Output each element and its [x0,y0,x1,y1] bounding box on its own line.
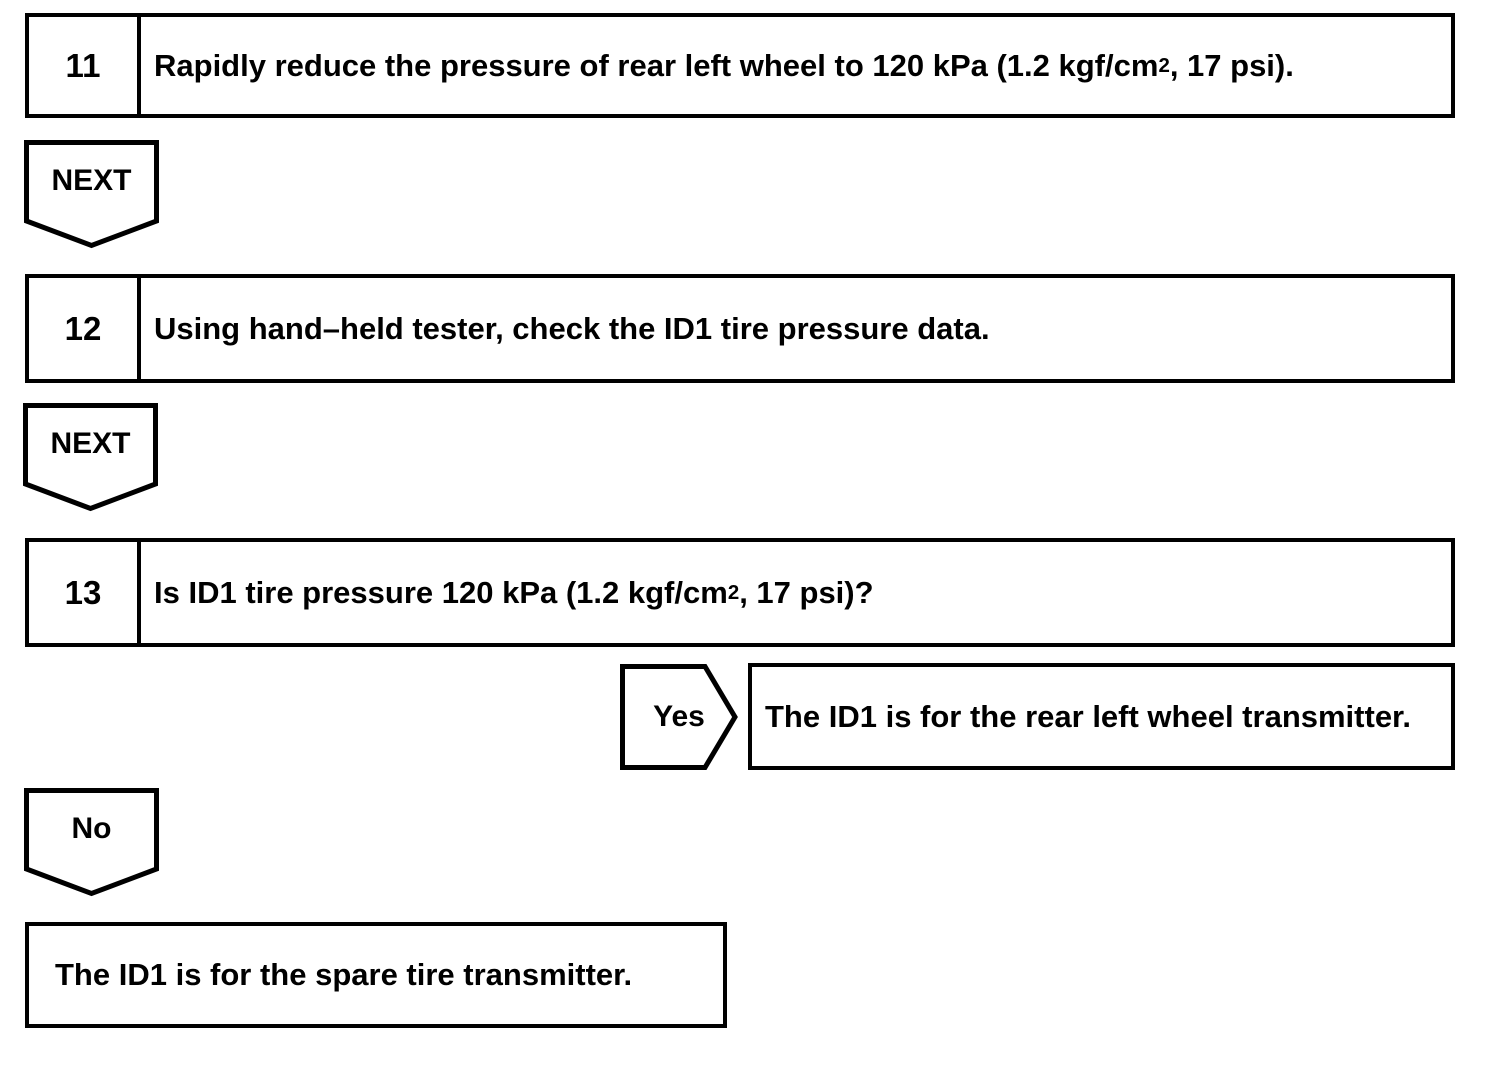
step-13-instruction: Is ID1 tire pressure 120 kPa (1.2 kgf/cm… [154,574,874,610]
no-result-text: The ID1 is for the spare tire transmitte… [55,957,633,992]
step-12-instruction: Using hand–held tester, check the ID1 ti… [141,278,1451,379]
step-11-number: 11 [29,17,141,114]
step-12-number: 12 [29,278,141,379]
step-13-text: Is ID1 tire pressure 120 kPa (1.2 kgf/cm [154,574,728,610]
step-11-instruction: Rapidly reduce the pressure of rear left… [154,47,1294,83]
yes-label: Yes [653,700,705,733]
step-12-box: 12 Using hand–held tester, check the ID1… [25,274,1455,383]
right-arrow-shape [620,664,738,770]
step-13-number: 13 [29,542,141,643]
yes-result-text: The ID1 is for the rear left wheel trans… [765,698,1412,734]
result-box-yes: The ID1 is for the rear left wheel trans… [748,663,1455,770]
no-label: No [71,812,112,845]
result-box-no: The ID1 is for the spare tire transmitte… [25,922,727,1028]
yes-connector: Yes [620,664,738,770]
step-13-text-after-sup: , 17 psi)? [739,574,874,610]
next-connector-1: NEXT [24,140,159,249]
step-13-box: 13 Is ID1 tire pressure 120 kPa (1.2 kgf… [25,538,1455,647]
down-arrow-shape [23,403,158,512]
down-arrow-shape [24,140,159,249]
down-arrow-shape [24,788,159,897]
no-connector: No [24,788,159,897]
next-label-1: NEXT [51,164,132,197]
step-11-text: Rapidly reduce the pressure of rear left… [154,47,1159,83]
next-connector-2: NEXT [23,403,158,512]
next-label-2: NEXT [50,427,131,460]
step-12-text: Using hand–held tester, check the ID1 ti… [154,310,990,346]
step-11-text-after-sup: , 17 psi). [1169,47,1294,83]
step-11-box: 11 Rapidly reduce the pressure of rear l… [25,13,1455,118]
